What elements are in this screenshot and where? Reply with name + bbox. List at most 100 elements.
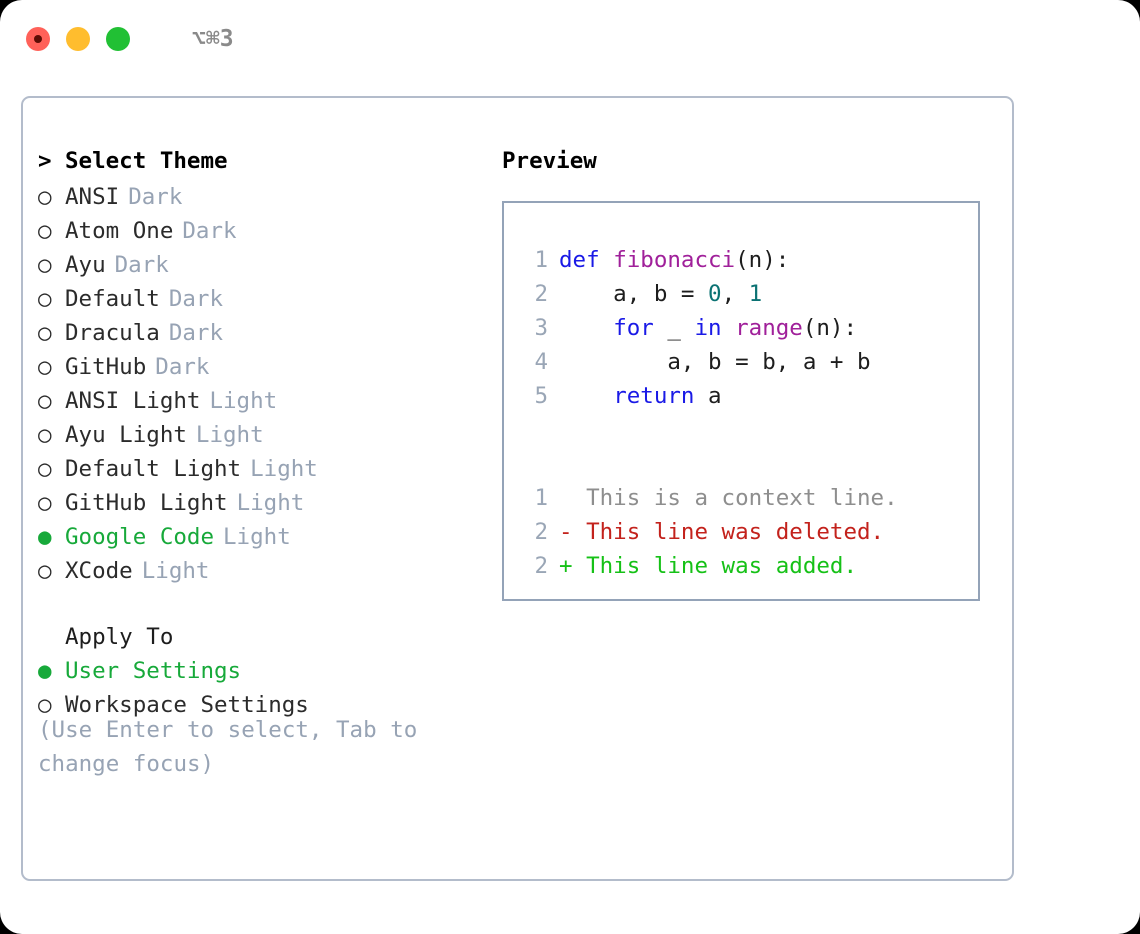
keyboard-hint-line2: change focus) xyxy=(38,751,215,777)
theme-variant-badge: Dark xyxy=(168,320,224,346)
code-token-function: fibonacci xyxy=(613,247,736,273)
theme-name: ANSI xyxy=(65,184,120,210)
theme-list-item[interactable]: ○ Default Dark xyxy=(38,286,478,320)
code-line: 1 def fibonacci (n): xyxy=(504,247,978,281)
radio-off-icon[interactable]: ○ xyxy=(38,388,52,414)
code-line: 4 a, b = b, a + b xyxy=(504,349,978,383)
apply-to-heading: Apply To xyxy=(38,624,478,658)
apply-to-heading-marker xyxy=(38,624,65,650)
theme-name: XCode xyxy=(65,558,133,584)
title-bar: ⌥⌘3 xyxy=(0,0,1140,78)
theme-list-item[interactable]: ○ Atom One Dark xyxy=(38,218,478,252)
theme-variant-badge: Light xyxy=(195,422,264,448)
maximize-button[interactable] xyxy=(106,27,130,51)
window-title: ⌥⌘3 xyxy=(192,26,234,52)
theme-name: Atom One xyxy=(65,218,174,244)
theme-name: Ayu xyxy=(65,252,106,278)
radio-off-icon[interactable]: ○ xyxy=(38,218,52,244)
code-line: 3 for _ in range (n): xyxy=(504,315,978,349)
radio-off-icon[interactable]: ○ xyxy=(38,422,52,448)
line-number: 3 xyxy=(534,315,548,341)
theme-list-item[interactable]: ○ ANSI Dark xyxy=(38,184,478,218)
diff-text: This is a context line. xyxy=(559,485,898,511)
code-token-text: _ xyxy=(653,315,695,341)
radio-off-icon[interactable]: ○ xyxy=(38,252,52,278)
theme-variant-badge: Light xyxy=(236,490,305,516)
diff-line-context: 1 This is a context line. xyxy=(504,485,978,519)
code-token-keyword: for xyxy=(613,315,654,341)
minimize-button[interactable] xyxy=(66,27,90,51)
diff-line-deleted: 2 - This line was deleted. xyxy=(504,519,978,553)
radio-off-icon[interactable]: ○ xyxy=(38,320,52,346)
radio-off-icon[interactable]: ○ xyxy=(38,456,52,482)
code-token-keyword: def xyxy=(559,247,614,273)
diff-line-added: 2 + This line was added. xyxy=(504,553,978,587)
code-blank-line xyxy=(504,451,978,485)
apply-to-item[interactable]: ○ Workspace Settings xyxy=(38,692,478,726)
apply-to-item-selected[interactable]: ● User Settings xyxy=(38,658,478,692)
radio-off-icon[interactable]: ○ xyxy=(38,692,52,718)
close-button[interactable] xyxy=(26,27,50,51)
line-number: 1 xyxy=(534,485,548,511)
prompt-caret-icon: > xyxy=(38,148,52,174)
code-token-text: a, b = b, a + b xyxy=(559,349,871,375)
theme-name: Default Light xyxy=(65,456,242,482)
code-token-keyword: return xyxy=(613,383,695,409)
code-token-text xyxy=(722,315,736,341)
theme-variant-badge: Dark xyxy=(168,286,224,312)
theme-list-item[interactable]: ○ ANSI Light Light xyxy=(38,388,478,422)
select-theme-heading-label: Select Theme xyxy=(65,148,228,174)
theme-variant-badge: Dark xyxy=(155,354,210,380)
main-panel: > Select Theme ○ ANSI Dark ○ Atom One Da… xyxy=(21,96,1014,881)
theme-list-item[interactable]: ○ Ayu Light Light xyxy=(38,422,478,456)
keyboard-hint-line1: (Use Enter to select, Tab to xyxy=(38,717,418,743)
theme-variant-badge: Dark xyxy=(182,218,237,244)
radio-off-icon[interactable]: ○ xyxy=(38,354,52,380)
line-number: 2 xyxy=(534,519,548,545)
theme-variant-badge: Light xyxy=(209,388,278,414)
keyboard-hint: (Use Enter to select, Tab to change focu… xyxy=(38,713,458,781)
theme-name: Google Code xyxy=(65,524,215,550)
theme-list-item-selected[interactable]: ● Google Code Light xyxy=(38,524,478,558)
theme-variant-badge: Light xyxy=(223,524,291,550)
apply-to-heading-label: Apply To xyxy=(65,624,174,650)
code-token-text xyxy=(559,315,613,341)
theme-list-item[interactable]: ○ Dracula Dark xyxy=(38,320,478,354)
code-line: 2 a, b = 0 , 1 xyxy=(504,281,978,315)
theme-name: Default xyxy=(65,286,160,312)
code-token-number: 1 xyxy=(748,281,763,307)
theme-list-item[interactable]: ○ Ayu Dark xyxy=(38,252,478,286)
radio-off-icon[interactable]: ○ xyxy=(38,558,52,584)
code-token-text: (n): xyxy=(802,315,858,341)
radio-on-icon[interactable]: ● xyxy=(38,658,52,684)
theme-variant-badge: Light xyxy=(141,558,210,584)
theme-selector-column: > Select Theme ○ ANSI Dark ○ Atom One Da… xyxy=(38,148,478,726)
code-token-text: (n): xyxy=(735,247,790,273)
apply-to-label: User Settings xyxy=(65,658,242,684)
theme-name: GitHub xyxy=(65,354,147,380)
theme-list-item[interactable]: ○ GitHub Light Light xyxy=(38,490,478,524)
line-number: 4 xyxy=(534,349,548,375)
radio-off-icon[interactable]: ○ xyxy=(38,286,52,312)
theme-name: ANSI Light xyxy=(65,388,201,414)
code-token-text xyxy=(559,383,613,409)
theme-variant-badge: Light xyxy=(250,456,318,482)
radio-on-icon[interactable]: ● xyxy=(38,524,52,550)
select-theme-heading: > Select Theme xyxy=(38,148,478,184)
code-blank-line xyxy=(504,417,978,451)
diff-text: + This line was added. xyxy=(559,553,858,579)
code-token-text: , xyxy=(721,281,749,307)
theme-list-item[interactable]: ○ XCode Light xyxy=(38,558,478,592)
code-token-text: a, b = xyxy=(559,281,709,307)
apply-to-label: Workspace Settings xyxy=(65,692,309,718)
theme-list-item[interactable]: ○ Default Light Light xyxy=(38,456,478,490)
theme-variant-badge: Dark xyxy=(114,252,169,278)
radio-off-icon[interactable]: ○ xyxy=(38,184,52,210)
theme-list-item[interactable]: ○ GitHub Dark xyxy=(38,354,478,388)
diff-text: - This line was deleted. xyxy=(559,519,885,545)
theme-name: Ayu Light xyxy=(65,422,187,448)
code-token-number: 0 xyxy=(708,281,722,307)
radio-off-icon[interactable]: ○ xyxy=(38,490,52,516)
code-token-keyword: in xyxy=(694,315,722,341)
